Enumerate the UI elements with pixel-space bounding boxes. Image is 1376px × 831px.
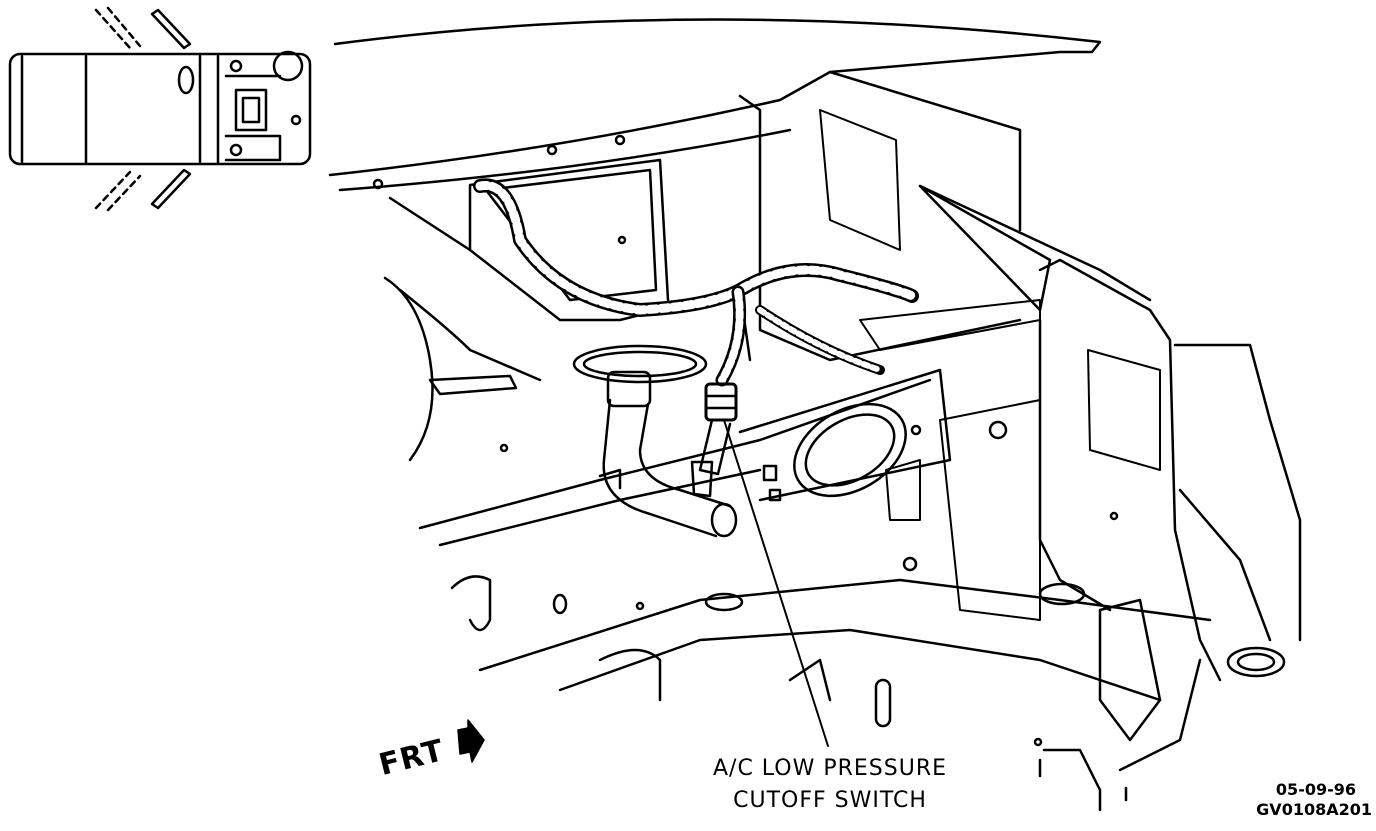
low-pressure-switch	[698, 382, 738, 476]
left-fender	[383, 276, 542, 462]
vehicle-locator	[8, 6, 312, 212]
wiring-harness	[473, 178, 919, 387]
front-arrow-icon	[457, 719, 485, 763]
callout-leader	[723, 419, 829, 747]
figure-id: GV0108A201	[1256, 800, 1372, 819]
frame-rail	[418, 368, 952, 572]
figure-date: 05-09-96	[1275, 780, 1356, 799]
callout-label-line1: A/C LOW PRESSURE	[712, 756, 948, 781]
refrigerant-line	[572, 344, 738, 538]
cowl-panel	[328, 18, 1102, 192]
callout-label-line2: CUTOFF SWITCH	[733, 788, 927, 813]
lower-crossmember	[450, 575, 1212, 812]
inner-fender	[939, 258, 1302, 772]
firewall	[388, 70, 1152, 362]
